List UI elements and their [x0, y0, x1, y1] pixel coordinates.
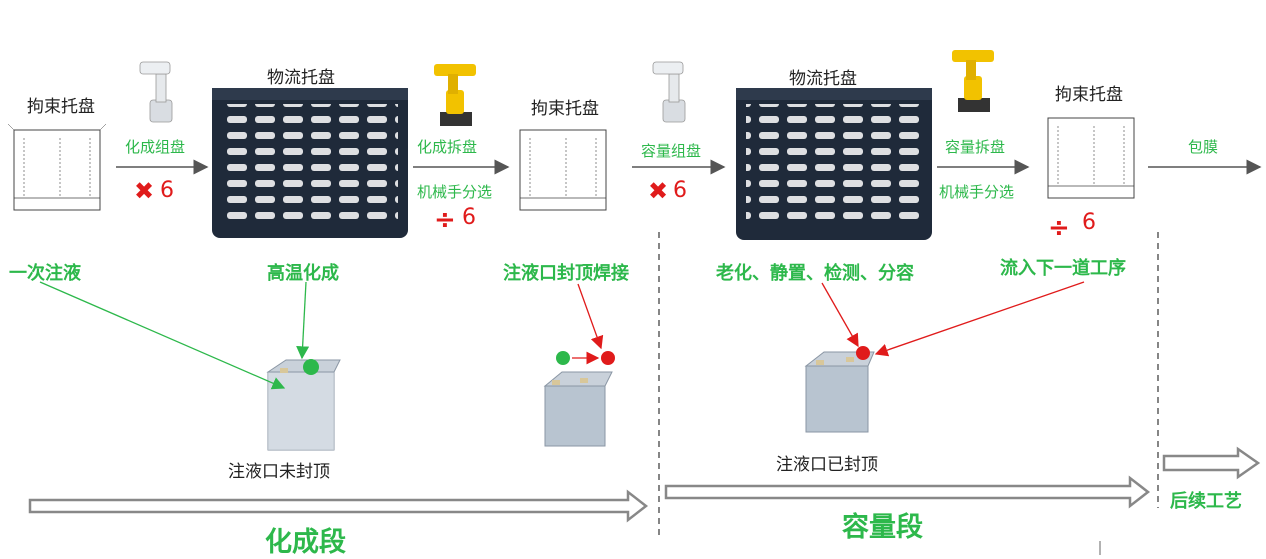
stage-formation-label: 化成段 — [265, 527, 346, 558]
logistics-tray-2 — [736, 88, 932, 240]
green-dot-before-weld — [556, 351, 570, 365]
caption-sealed: 注液口已封顶 — [776, 455, 878, 475]
white-robot-arm-2 — [652, 61, 686, 123]
times-sign-2: ✖ — [648, 177, 668, 205]
label-group1: 化成组盘 — [125, 138, 186, 156]
arrow-high-temp — [296, 281, 310, 360]
step-seal-weld: 注液口封顶焊接 — [503, 263, 629, 284]
label-split2: 容量拆盘 — [945, 138, 1006, 156]
arrow-injection — [39, 281, 286, 390]
white-robot-arm-1 — [139, 61, 173, 123]
logistics-tray-label-1: 物流托盘 — [267, 68, 335, 88]
restraint-tray-drawing-2 — [519, 129, 607, 211]
green-dot-unsealed — [303, 359, 319, 375]
logistics-tray-label-2: 物流托盘 — [789, 69, 857, 89]
divisor-2: 6 — [1082, 210, 1096, 235]
restraint-tray-drawing-1 — [7, 123, 107, 211]
restraint-tray-label-3: 拘束托盘 — [1055, 85, 1123, 105]
stage-arrow-followup — [1162, 446, 1261, 480]
stage-arrow-formation — [28, 489, 649, 523]
red-dot-after-weld — [601, 351, 615, 365]
logistics-tray-1 — [212, 88, 408, 238]
arrow-next — [874, 281, 1085, 357]
label-wrap: 包膜 — [1188, 138, 1219, 156]
battery-seal-welding — [543, 371, 613, 447]
red-dot-sealed — [856, 346, 870, 360]
stage-followup-label: 后续工艺 — [1170, 491, 1242, 512]
label-group2: 容量组盘 — [641, 142, 702, 160]
battery-sealed — [804, 351, 875, 433]
label-split1: 化成拆盘 — [417, 138, 478, 156]
step-high-temp: 高温化成 — [267, 263, 339, 284]
step-next: 流入下一道工序 — [1000, 258, 1126, 279]
step-aging: 老化、静置、检测、分容 — [716, 263, 914, 284]
label-robot-split1: 机械手分选 — [417, 183, 493, 201]
yellow-robot-arm-1 — [434, 64, 476, 126]
step-injection: 一次注液 — [9, 263, 81, 284]
label-robot-split2: 机械手分选 — [939, 183, 1015, 201]
multiplier-1: 6 — [160, 178, 174, 203]
restraint-tray-label-2: 拘束托盘 — [531, 99, 599, 119]
times-sign-1: ✖ — [134, 177, 154, 205]
multiplier-2: 6 — [673, 178, 687, 203]
yellow-robot-arm-2 — [952, 50, 994, 112]
arrow-seal-weld — [577, 283, 604, 350]
restraint-tray-label-1: 拘束托盘 — [27, 97, 95, 117]
divisor-1: 6 — [462, 205, 476, 230]
divide-sign-2: ÷ — [1048, 213, 1070, 243]
restraint-tray-drawing-3 — [1047, 117, 1135, 199]
arrow-aging — [821, 282, 859, 348]
caption-unsealed: 注液口未封顶 — [228, 462, 330, 482]
divide-sign-1: ÷ — [434, 205, 456, 235]
stage-capacity-label: 容量段 — [842, 512, 923, 543]
stage-arrow-capacity — [664, 475, 1151, 509]
battery-unsealed — [266, 359, 341, 451]
